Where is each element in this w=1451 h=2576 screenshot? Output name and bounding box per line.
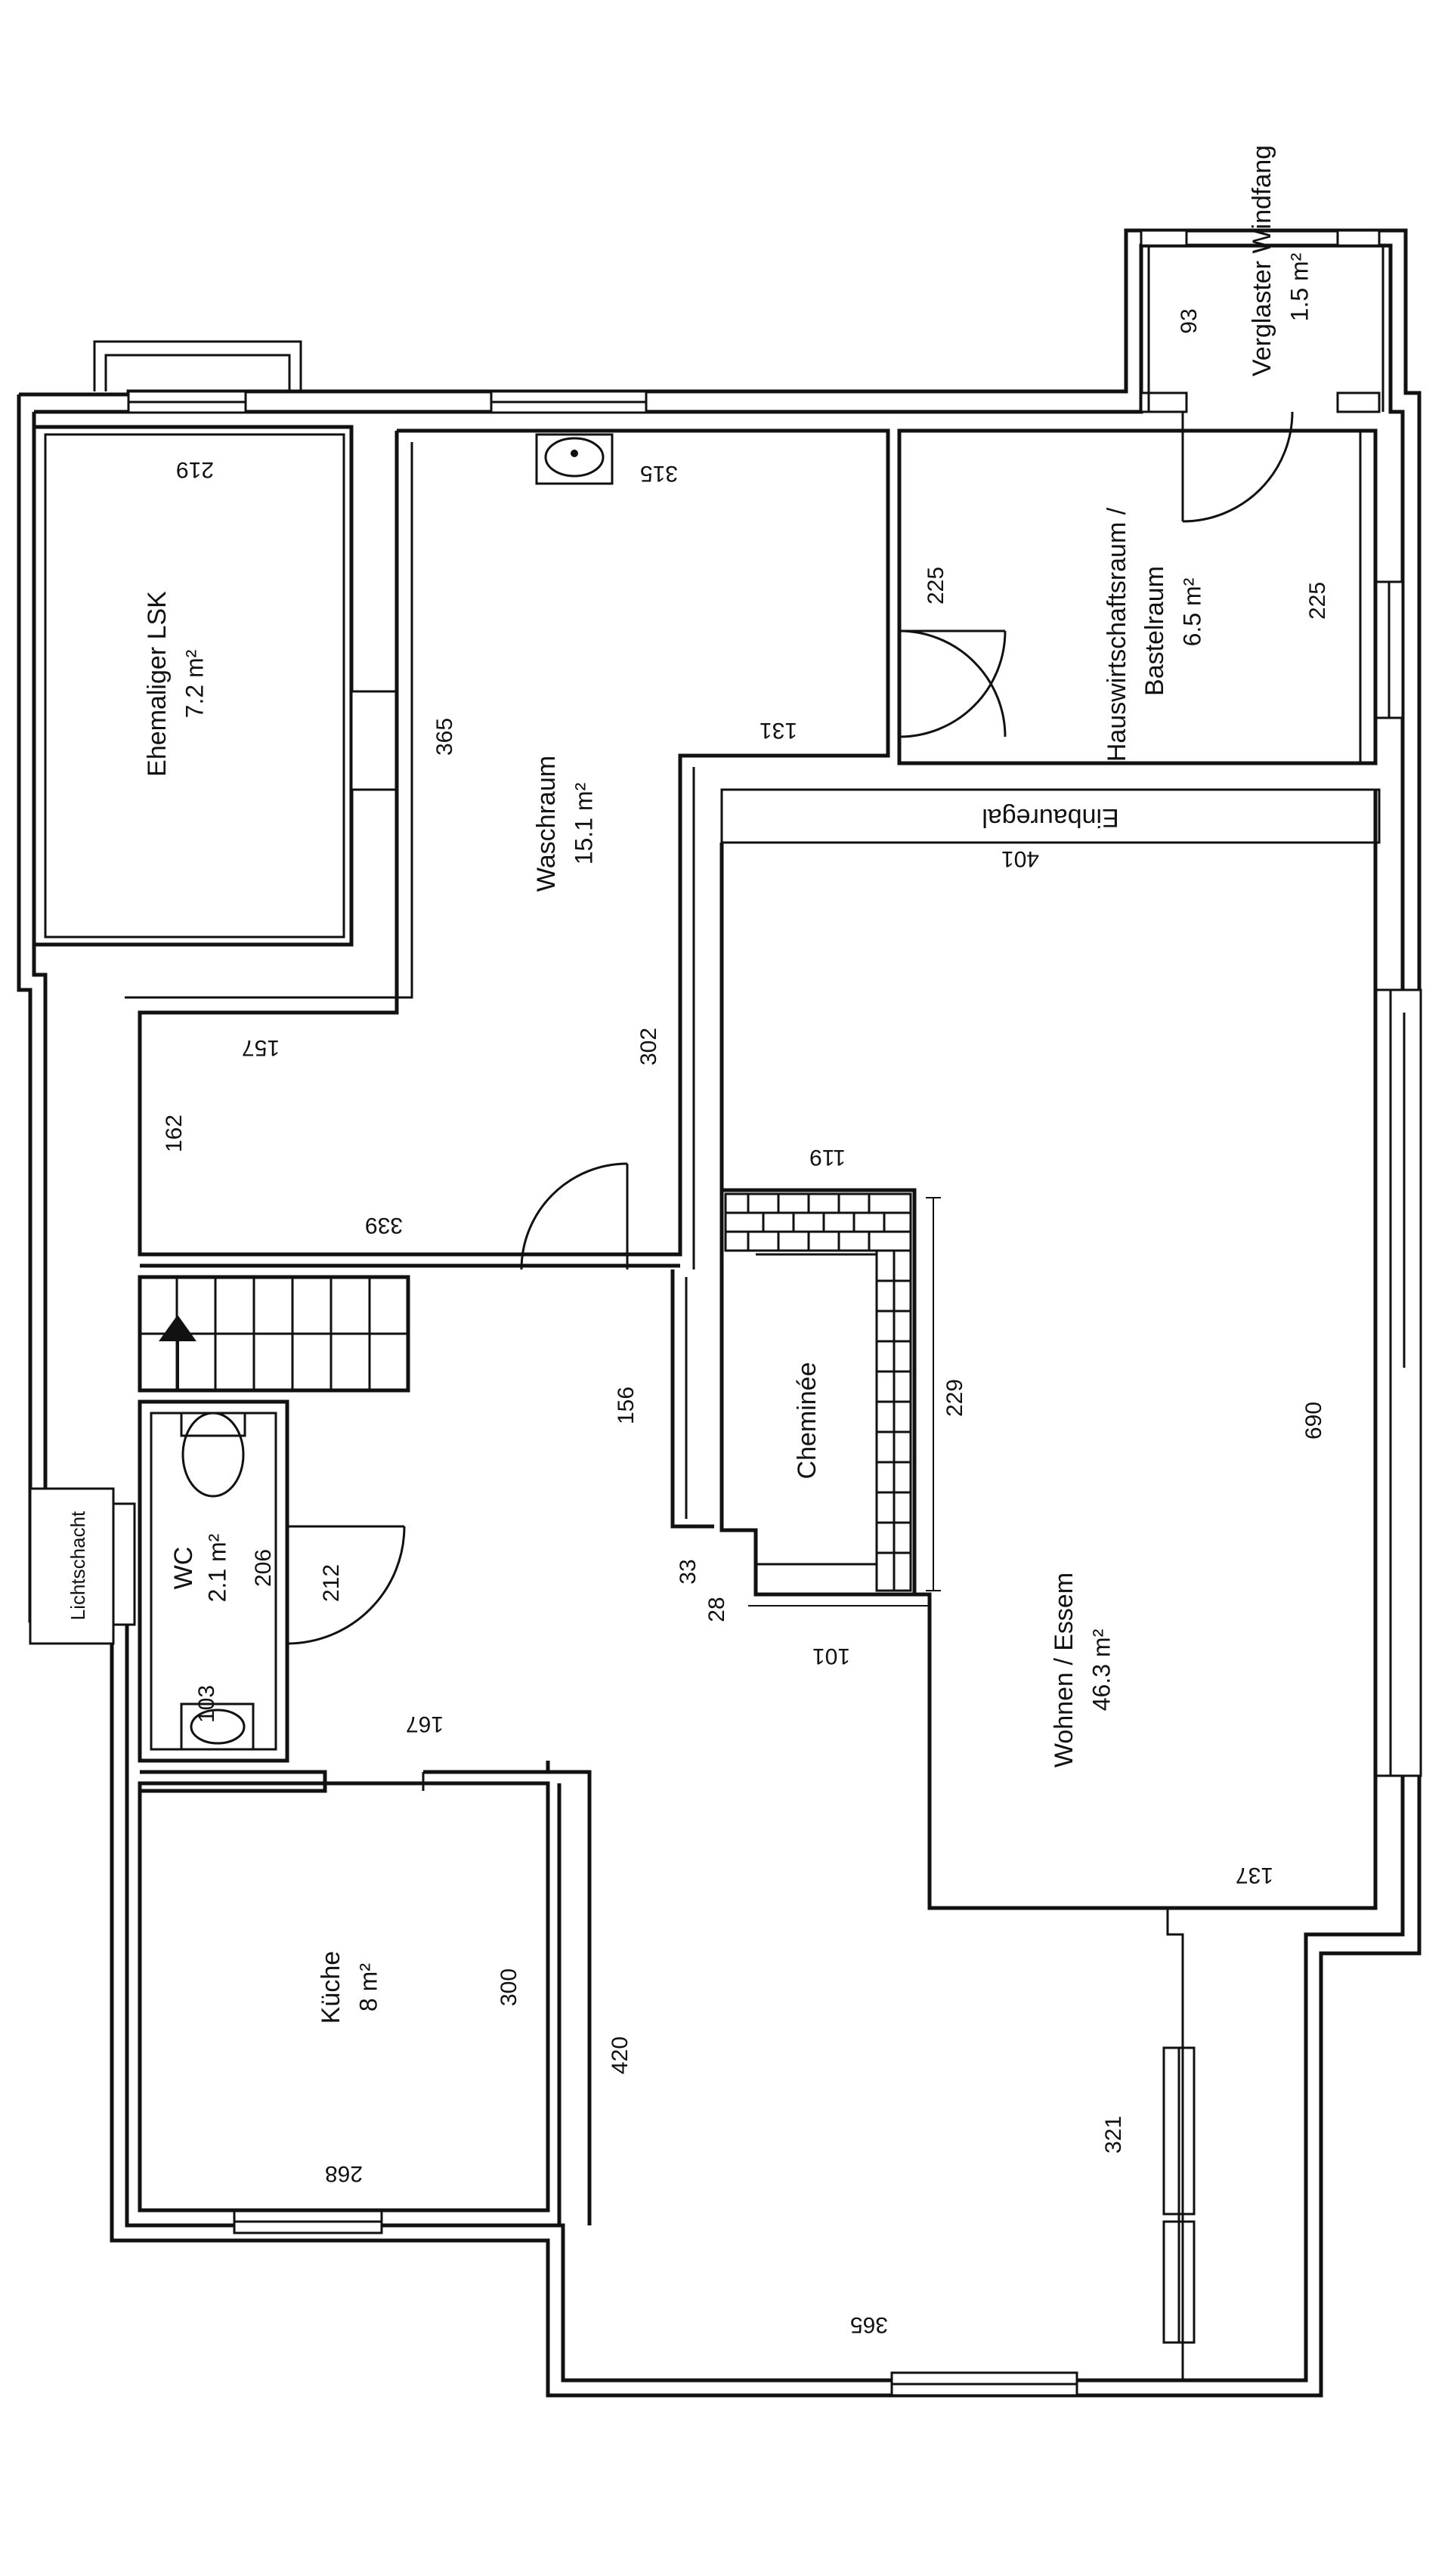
dim-162: 162: [162, 1115, 187, 1152]
dim-93: 93: [1177, 308, 1202, 333]
room-labels: Ehemaliger LSK 7.2 m² Waschraum 15.1 m² …: [143, 145, 1313, 2024]
room-area-windfang: 1.5 m²: [1285, 252, 1313, 321]
outer-walls: [17, 228, 1422, 2398]
dim-690: 690: [1301, 1402, 1326, 1440]
dim-420: 420: [608, 2036, 633, 2074]
exterior-windows: Lichtschacht: [29, 229, 1422, 2397]
room-area-kueche: 8 m²: [354, 1963, 382, 2012]
room-name-windfang: Verglaster Windfang: [1248, 145, 1276, 376]
dim-101: 101: [812, 1644, 850, 1668]
dim-119: 119: [809, 1145, 846, 1170]
room-area-wohnen: 46.3 m²: [1087, 1628, 1115, 1711]
dim-365a: 365: [432, 718, 457, 756]
dim-365b: 365: [850, 2312, 888, 2337]
dim-156: 156: [614, 1387, 639, 1424]
dim-157: 157: [242, 1035, 280, 1060]
einbauregal-label: Einbauregal: [982, 803, 1118, 832]
waschraum-sink: [535, 433, 614, 485]
dim-212: 212: [319, 1564, 344, 1602]
room-area-hauswirtschaft: 6.5 m²: [1178, 577, 1205, 646]
dim-137: 137: [1236, 1863, 1273, 1888]
room-name-waschraum: Waschraum: [532, 756, 561, 892]
dim-225a: 225: [924, 567, 948, 605]
stair-arrow-icon: [159, 1315, 196, 1341]
room-area-waschraum: 15.1 m²: [570, 782, 597, 864]
room-name-lsk: Ehemaliger LSK: [143, 591, 172, 777]
dim-302: 302: [636, 1028, 661, 1065]
cheminee: Cheminée: [722, 1188, 917, 1594]
dim-339: 339: [365, 1213, 403, 1238]
dim-206: 206: [251, 1549, 276, 1587]
dimension-lines: [748, 1197, 941, 1607]
dimension-labels: 219 315 131 401 157 119 339 101 167 137 …: [162, 308, 1330, 2337]
doors: [286, 411, 1294, 1645]
room-name-hauswirtschaft-2: Bastelraum: [1140, 566, 1169, 696]
dim-103: 103: [194, 1685, 219, 1723]
room-name-kueche: Küche: [317, 1951, 345, 2024]
room-name-hauswirtschaft-1: Hauswirtschaftsraum /: [1103, 507, 1131, 762]
dim-315: 315: [640, 461, 678, 486]
dim-225b: 225: [1305, 582, 1330, 620]
dim-219: 219: [176, 457, 214, 482]
dim-33: 33: [676, 1559, 701, 1584]
room-name-wc: WC: [169, 1547, 198, 1590]
interior-walls: [32, 246, 1384, 2380]
dim-131: 131: [760, 718, 797, 743]
dim-229: 229: [942, 1379, 967, 1417]
cheminee-bricks-top: [724, 1192, 912, 1252]
dim-300: 300: [497, 1968, 521, 2006]
dim-321: 321: [1101, 2116, 1126, 2154]
dim-28: 28: [704, 1597, 729, 1622]
room-name-wohnen: Wohnen / Essem: [1050, 1573, 1078, 1767]
dim-167: 167: [406, 1712, 444, 1736]
dim-401: 401: [1001, 846, 1039, 871]
dim-268: 268: [325, 2161, 363, 2186]
cheminee-label: Cheminée: [793, 1362, 821, 1480]
room-area-lsk: 7.2 m²: [181, 649, 208, 718]
lichtschacht-label: Lichtschacht: [67, 1511, 89, 1620]
cheminee-bricks-side: [875, 1249, 912, 1592]
room-area-wc: 2.1 m²: [203, 1533, 230, 1602]
